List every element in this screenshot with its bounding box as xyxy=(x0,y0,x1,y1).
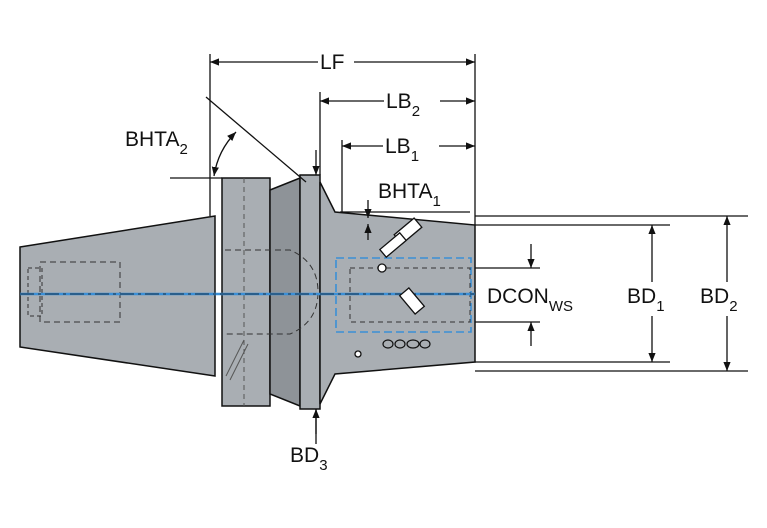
dcon-label: DCONWS xyxy=(487,285,573,315)
collar xyxy=(299,174,321,410)
lf-label: LF xyxy=(320,51,345,74)
lb2-label: LB2 xyxy=(386,90,420,120)
holder-body xyxy=(19,174,476,410)
bhta2-label: BHTA2 xyxy=(125,128,188,158)
bhta1-label: BHTA1 xyxy=(378,180,441,210)
flange xyxy=(221,177,271,407)
v-groove xyxy=(269,176,301,408)
bd1-label: BD1 xyxy=(627,285,665,315)
dimension-lines xyxy=(170,54,748,444)
shank-bore xyxy=(39,261,121,323)
lb1-label: LB1 xyxy=(385,135,419,165)
bd3-label: BD3 xyxy=(290,444,328,474)
clamp-screw xyxy=(354,217,426,358)
taper-shank xyxy=(19,215,216,377)
bd2-label: BD2 xyxy=(700,285,738,315)
marking-text xyxy=(382,339,431,349)
